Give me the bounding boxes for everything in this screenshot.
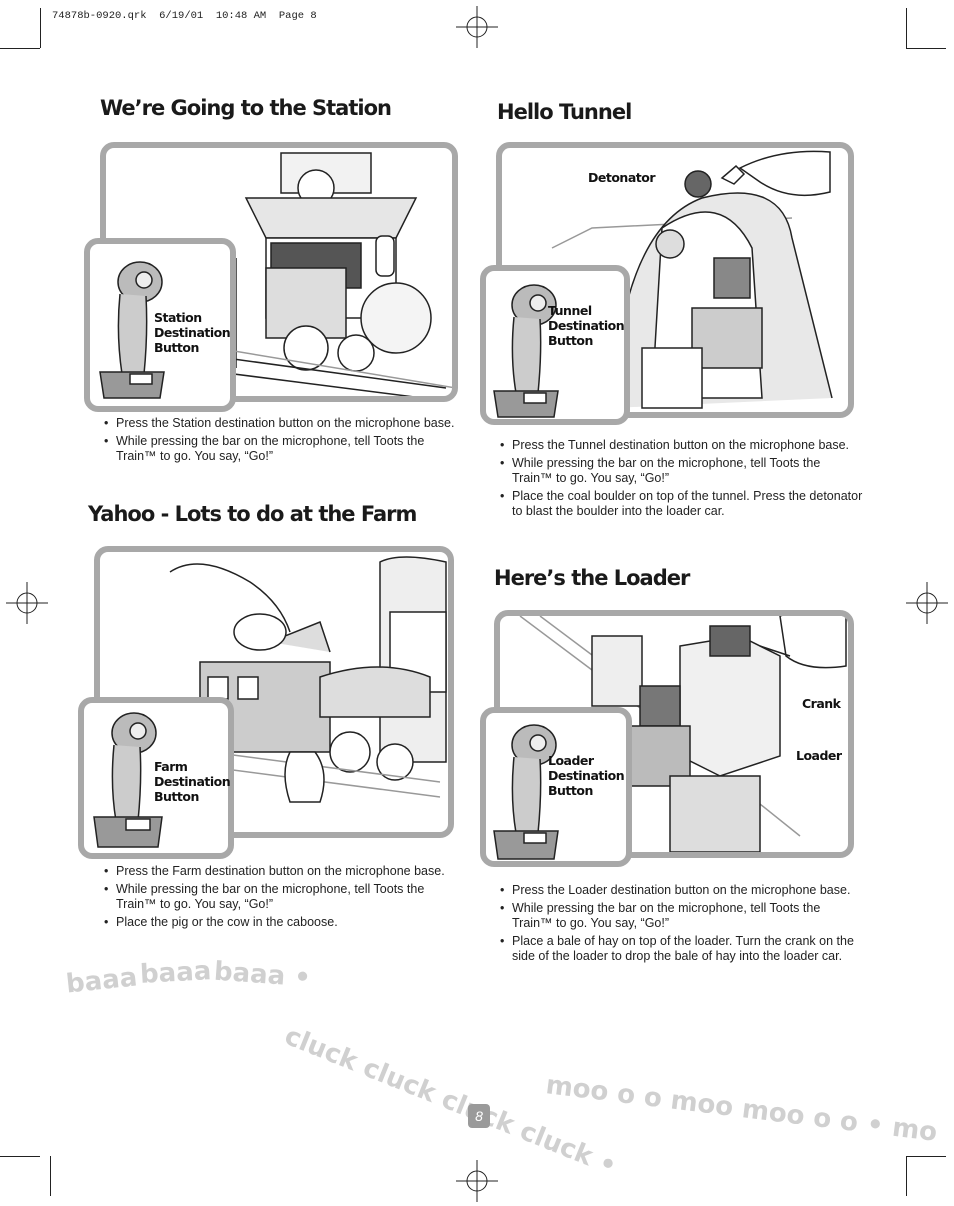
microphone-base-icon — [493, 724, 559, 860]
list-item: Place the coal boulder on top of the tun… — [500, 489, 864, 520]
detonator-callout: Detonator — [588, 170, 655, 185]
microphone-base-icon — [493, 284, 559, 418]
station-section-title: We’re Going to the Station — [100, 96, 392, 120]
list-item: While pressing the bar on the microphone… — [104, 882, 466, 913]
loader-inset-panel: Loader Destination Button — [480, 707, 632, 867]
tunnel-instructions-list: Press the Tunnel destination button on t… — [498, 438, 864, 522]
loader-illustration — [519, 616, 847, 852]
registration-mark-bottom — [456, 1160, 498, 1202]
registration-mark-top — [456, 6, 498, 48]
list-item: While pressing the bar on the microphone… — [500, 456, 864, 487]
farm-inset-panel: Farm Destination Button — [78, 697, 234, 859]
station-instructions-list: Press the Station destination button on … — [102, 416, 466, 467]
list-item: While pressing the bar on the microphone… — [104, 434, 466, 465]
tunnel-destination-button-label: Tunnel Destination Button — [548, 303, 625, 348]
page-number: 8 — [468, 1104, 490, 1128]
registration-mark-left — [6, 582, 48, 624]
list-item: Press the Tunnel destination button on t… — [500, 438, 864, 454]
print-slug: 74878b-0920.qrk 6/19/01 10:48 AM Page 8 — [52, 10, 317, 22]
farm-instructions-list: Press the Farm destination button on the… — [102, 864, 466, 932]
station-inset-panel: Station Destination Button — [84, 238, 236, 412]
sound-word-moo: moo o o moo moo o o • mo — [544, 1070, 939, 1148]
farm-section-title: Yahoo - Lots to do at the Farm — [88, 502, 417, 526]
tunnel-illustration-panel: Detonator — [496, 142, 854, 418]
crank-callout: Crank — [802, 696, 841, 711]
sound-word-baaa-3: baaa • — [213, 956, 312, 994]
farm-destination-button-label: Farm Destination Button — [154, 759, 231, 804]
tunnel-inset-panel: Tunnel Destination Button — [480, 265, 630, 425]
tunnel-section-title: Hello Tunnel — [497, 100, 632, 124]
farm-illustration-panel — [94, 546, 454, 838]
list-item: Press the Station destination button on … — [104, 416, 466, 432]
list-item: Place a bale of hay on top of the loader… — [500, 934, 864, 965]
microphone-base-icon — [99, 261, 165, 399]
sound-word-baaa-1: baaa — [64, 962, 139, 1000]
loader-callout: Loader — [796, 748, 842, 763]
list-item: Press the Farm destination button on the… — [104, 864, 466, 880]
train-station-illustration — [215, 152, 452, 396]
loader-illustration-panel: Crank Loader — [494, 610, 854, 858]
registration-mark-right — [906, 582, 948, 624]
microphone-base-icon — [93, 712, 163, 848]
loader-section-title: Here’s the Loader — [494, 566, 690, 590]
station-destination-button-label: Station Destination Button — [154, 310, 231, 355]
farm-illustration — [169, 556, 447, 803]
list-item: Press the Loader destination button on t… — [500, 883, 864, 899]
sound-word-baaa-2: baaa — [139, 956, 212, 990]
loader-destination-button-label: Loader Destination Button — [548, 753, 625, 798]
loader-instructions-list: Press the Loader destination button on t… — [498, 883, 864, 967]
tunnel-illustration — [551, 150, 833, 409]
list-item: While pressing the bar on the microphone… — [500, 901, 864, 932]
list-item: Place the pig or the cow in the caboose. — [104, 915, 466, 931]
